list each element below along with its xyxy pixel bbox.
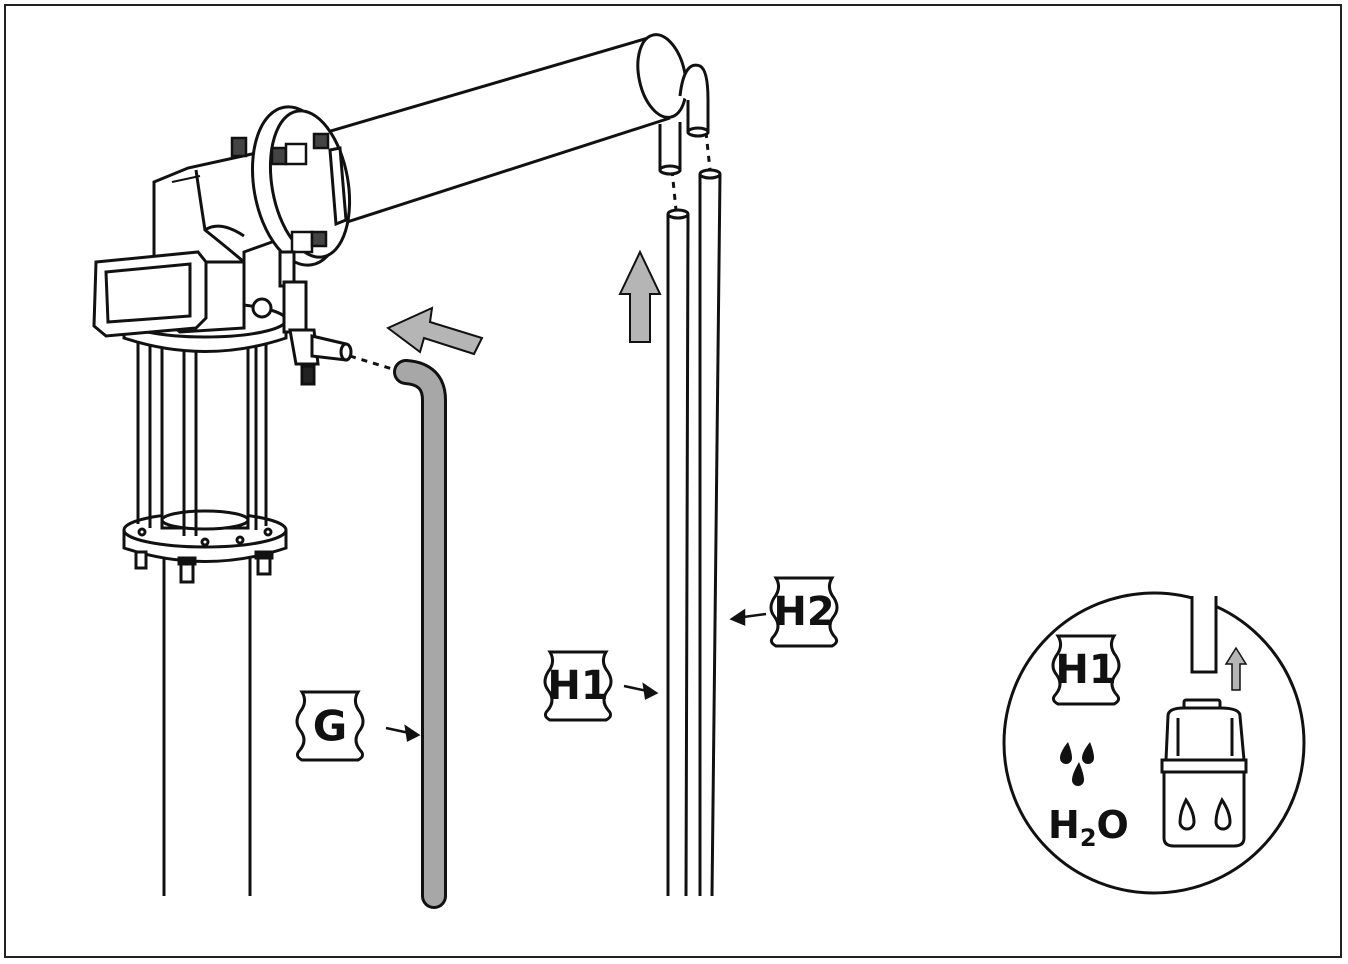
sight-glass <box>136 336 268 536</box>
hose-h1 <box>666 208 690 897</box>
dephlegmator-tube <box>299 33 688 234</box>
flow-arrow-icon <box>1224 646 1248 691</box>
inset-label-h1-text: H1 <box>1055 647 1116 693</box>
figure-frame <box>4 4 1342 958</box>
connection-dashes <box>349 131 712 374</box>
label-h2: H2 <box>769 576 839 648</box>
flange-bolts <box>230 132 330 254</box>
inset-hose <box>1190 596 1218 674</box>
hose-connector-icon <box>1160 698 1248 848</box>
hose-h2 <box>698 168 722 897</box>
side-window <box>92 250 208 338</box>
water-formula: H2O <box>1048 803 1129 852</box>
inset-label-h1: H1 <box>1051 634 1121 706</box>
inset-detail: H1 H2O <box>1002 591 1306 895</box>
label-h2-text: H2 <box>773 589 834 635</box>
column-pipe <box>162 548 252 896</box>
hose-g <box>393 359 447 909</box>
label-h1-text: H1 <box>547 663 608 709</box>
leader-arrows <box>385 608 767 742</box>
flow-arrow-icon <box>386 306 484 356</box>
label-h1: H1 <box>543 650 613 722</box>
label-g: G <box>295 690 365 762</box>
flow-arrow-icon <box>618 249 662 343</box>
water-drops-icon <box>1060 742 1094 786</box>
label-g-text: G <box>313 702 347 751</box>
outlet-stubs <box>658 63 710 176</box>
valve-fitting <box>278 250 353 386</box>
